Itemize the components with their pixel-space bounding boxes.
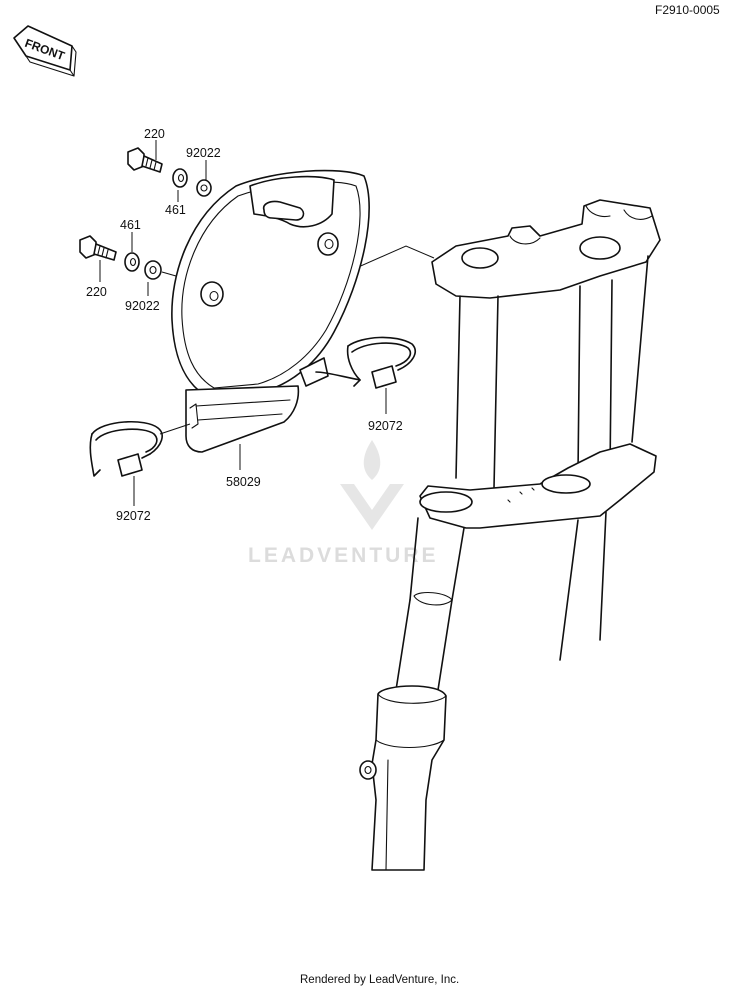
bolt-middle xyxy=(79,235,117,261)
bolt-top xyxy=(127,147,163,173)
leadventure-watermark: LEADVENTURE xyxy=(248,440,439,567)
hose-band-left xyxy=(89,420,191,477)
hose-band-right xyxy=(315,336,416,389)
front-fork-assembly xyxy=(359,199,661,871)
diagram-code: F2910-0005 xyxy=(655,3,720,17)
label-washer-top-461: 461 xyxy=(165,203,186,217)
washer-mid-461 xyxy=(124,252,140,272)
label-band-left: 92072 xyxy=(116,509,151,523)
label-bolt-mid: 220 xyxy=(86,285,107,299)
washer-mid-92022 xyxy=(144,260,162,280)
watermark-text: LEADVENTURE xyxy=(248,544,439,567)
label-band-right: 92072 xyxy=(368,419,403,433)
label-number-plate: 58029 xyxy=(226,475,261,489)
label-washer-top-92022: 92022 xyxy=(186,146,221,160)
label-washer-mid-92022: 92022 xyxy=(125,299,160,313)
label-washer-mid-461: 461 xyxy=(120,218,141,232)
washer-top-92022 xyxy=(196,179,212,197)
washer-top-461 xyxy=(172,168,188,188)
number-plate xyxy=(171,169,370,453)
label-bolt-top: 220 xyxy=(144,127,165,141)
front-arrow-icon: FRONT xyxy=(13,25,77,77)
footer-credit: Rendered by LeadVenture, Inc. xyxy=(300,974,459,986)
